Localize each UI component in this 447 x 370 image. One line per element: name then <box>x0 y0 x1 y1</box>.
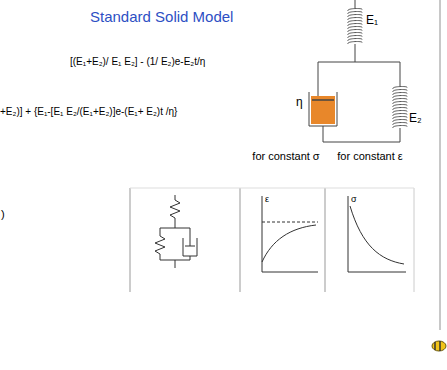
table-rule <box>414 188 415 292</box>
coil-winding <box>348 21 362 23</box>
coil-winding <box>393 93 407 95</box>
dashpot-label: η <box>296 96 303 110</box>
wire <box>355 0 356 8</box>
wire <box>355 44 356 62</box>
formula: [(E₁+E₂)/ E₁ E₂] - (1/ E₂)e-E₂t/η <box>70 56 205 68</box>
spring-label: E₁ <box>366 14 378 28</box>
small-model <box>155 195 197 268</box>
coil-winding <box>393 90 407 92</box>
coil-winding <box>393 117 407 119</box>
coil-winding <box>348 15 362 17</box>
coil-winding <box>393 108 407 110</box>
wire <box>323 142 400 143</box>
spring-symbol <box>393 87 407 128</box>
wire <box>400 62 401 86</box>
dashpot-fluid <box>311 96 335 124</box>
dashpot-piston <box>312 99 334 101</box>
bracket-text: ) <box>1 208 5 221</box>
table-rule <box>130 188 414 189</box>
coil-winding <box>393 87 407 89</box>
coil-winding <box>348 36 362 38</box>
wire <box>318 62 400 63</box>
spring-label: E₂ <box>409 112 422 126</box>
wire <box>318 62 319 96</box>
coil-winding <box>348 42 362 44</box>
coil-winding <box>348 9 362 11</box>
creep-graph <box>262 196 318 272</box>
formula: +E₂)] + {E₁-[E₁ E₂/(E₁+E₂)]e-(E₁+ E₂)t /… <box>0 106 177 118</box>
coil-winding <box>393 126 407 128</box>
coil-winding <box>348 30 362 32</box>
page-border <box>439 0 441 330</box>
corner-icon <box>432 341 446 351</box>
wire <box>400 128 401 142</box>
title: Standard Solid Model <box>90 8 233 25</box>
coil-winding <box>348 24 362 26</box>
coil-winding <box>393 99 407 101</box>
table-rule <box>325 188 326 292</box>
coil-winding <box>348 39 362 41</box>
condition-note: for constant σ <box>246 150 326 163</box>
coil-winding <box>393 120 407 122</box>
coil-winding <box>393 114 407 116</box>
condition-note: for constant ε <box>330 150 410 163</box>
dashpot-symbol <box>309 92 337 126</box>
coil-winding <box>393 102 407 104</box>
relaxation-graph <box>348 196 406 272</box>
wire <box>323 126 324 142</box>
coil-winding <box>393 96 407 98</box>
coil-winding <box>348 27 362 29</box>
coil-winding <box>348 33 362 35</box>
axis-label: ε <box>265 194 269 204</box>
spring-symbol <box>348 9 362 44</box>
coil-winding <box>393 111 407 113</box>
coil-winding <box>393 123 407 125</box>
table-rule <box>240 188 241 292</box>
coil-winding <box>348 12 362 14</box>
coil-winding <box>393 105 407 107</box>
axis-label: σ <box>351 194 357 204</box>
coil-winding <box>348 18 362 20</box>
table-rule <box>130 188 131 292</box>
